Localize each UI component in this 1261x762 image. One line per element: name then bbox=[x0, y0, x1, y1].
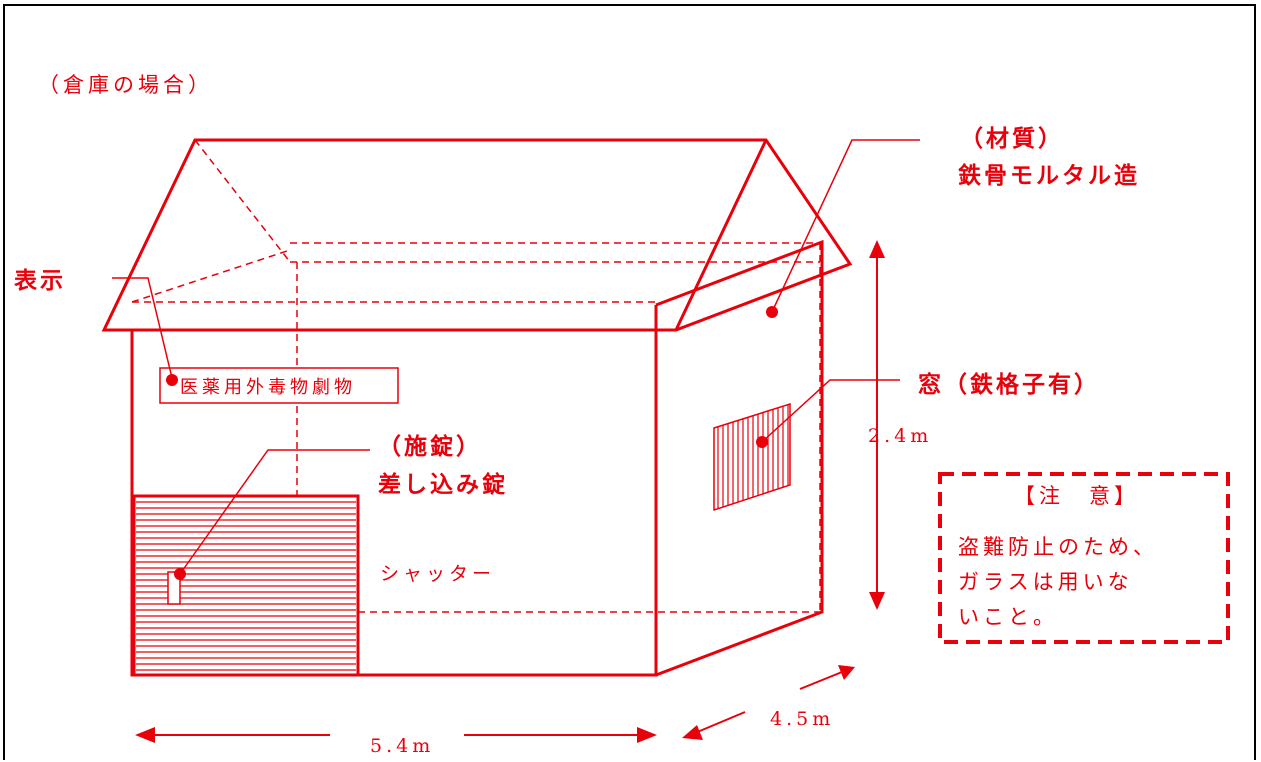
material-leader bbox=[771, 139, 920, 313]
window-label: 窓（鉄格子有） bbox=[918, 371, 1100, 398]
depth-dim-upper bbox=[799, 671, 843, 690]
window-dot bbox=[756, 436, 768, 448]
caption: （倉庫の場合） bbox=[38, 73, 213, 97]
note-line-1: 盗難防止のため、 bbox=[958, 535, 1158, 559]
material-title: （材質） bbox=[960, 125, 1064, 152]
note-line-2: ガラスは用いな bbox=[958, 570, 1133, 594]
note-title: 【注 意】 bbox=[1014, 484, 1139, 508]
lock-leader bbox=[179, 449, 370, 575]
window-bars bbox=[717, 404, 789, 509]
depth-label: 4.5m bbox=[770, 708, 834, 730]
lock-dot bbox=[174, 568, 186, 580]
display-leader bbox=[112, 277, 173, 379]
note-box bbox=[938, 472, 1230, 644]
sign-text: 医薬用外毒物劇物 bbox=[180, 377, 356, 398]
front-wall bbox=[130, 305, 658, 677]
depth-arrow-lower bbox=[682, 725, 703, 740]
roof-ridge-hidden bbox=[194, 139, 291, 263]
lock-title: （施錠） bbox=[378, 433, 482, 460]
roof bbox=[101, 138, 853, 332]
width-arrow-right bbox=[637, 727, 657, 743]
depth-arrow-upper bbox=[838, 665, 855, 680]
shutter-label: シャッター bbox=[380, 563, 495, 585]
material-dot bbox=[766, 306, 778, 318]
display-label: 表示 bbox=[14, 268, 66, 294]
height-arrow-top bbox=[869, 240, 885, 258]
display-dot bbox=[166, 374, 178, 386]
note-line-3: いこと。 bbox=[958, 605, 1058, 629]
sign-box bbox=[159, 367, 399, 404]
width-label: 5.4m bbox=[370, 735, 434, 757]
depth-dim-lower bbox=[694, 711, 746, 734]
height-arrow-bottom bbox=[869, 592, 885, 610]
shutter bbox=[132, 494, 360, 677]
lock-value: 差し込み錠 bbox=[378, 471, 508, 498]
window bbox=[713, 402, 791, 512]
figure-frame bbox=[3, 4, 1256, 760]
lock-handle bbox=[167, 571, 181, 605]
hidden-edge-diag bbox=[131, 249, 291, 303]
height-label: 2.4m bbox=[868, 425, 932, 447]
roof-right-edge bbox=[674, 139, 768, 331]
side-wall bbox=[655, 239, 824, 677]
material-value: 鉄骨モルタル造 bbox=[958, 162, 1140, 189]
width-arrow-left bbox=[135, 727, 155, 743]
